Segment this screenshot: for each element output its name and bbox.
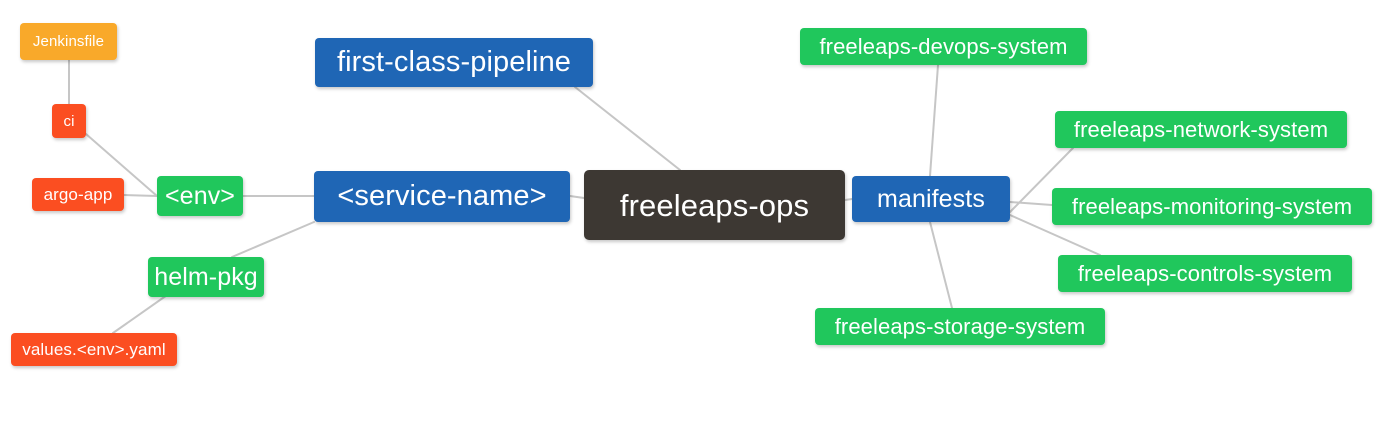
edge-manifests-to-storage-system — [929, 221, 953, 309]
node-label-manifests: manifests — [877, 184, 985, 213]
edge-service-name-to-root — [569, 195, 585, 199]
node-label-first-class: first-class-pipeline — [336, 46, 572, 78]
edge-argo-app-to-env — [123, 194, 158, 197]
node-root[interactable]: freeleaps-ops — [584, 170, 845, 240]
node-label-helm-pkg: helm-pkg — [154, 262, 258, 291]
node-label-env: <env> — [164, 181, 235, 210]
edge-root-to-manifests — [844, 198, 853, 201]
edge-first-class-to-root — [574, 86, 681, 171]
node-values-yaml[interactable]: values.<env>.yaml — [11, 333, 177, 366]
node-env[interactable]: <env> — [157, 176, 243, 216]
node-first-class[interactable]: first-class-pipeline — [315, 38, 593, 87]
node-devops-system[interactable]: freeleaps-devops-system — [800, 28, 1087, 65]
node-service-name[interactable]: <service-name> — [314, 171, 570, 222]
node-label-network-system: freeleaps-network-system — [1073, 116, 1329, 142]
edge-manifests-to-monitoring-system — [1009, 201, 1053, 206]
node-controls-system[interactable]: freeleaps-controls-system — [1058, 255, 1352, 292]
node-label-storage-system: freeleaps-storage-system — [834, 313, 1086, 339]
node-label-monitoring-system: freeleaps-monitoring-system — [1071, 193, 1353, 219]
node-label-jenkinsfile: Jenkinsfile — [32, 33, 105, 50]
node-argo-app[interactable]: argo-app — [32, 178, 124, 211]
node-helm-pkg[interactable]: helm-pkg — [148, 257, 264, 297]
edge-manifests-to-devops-system — [929, 64, 939, 177]
edge-helm-pkg-to-values-yaml — [112, 292, 171, 334]
node-monitoring-system[interactable]: freeleaps-monitoring-system — [1052, 188, 1372, 225]
node-label-root: freeleaps-ops — [619, 187, 810, 223]
node-label-argo-app: argo-app — [43, 185, 113, 204]
node-label-devops-system: freeleaps-devops-system — [819, 33, 1068, 59]
node-ci[interactable]: ci — [52, 104, 86, 138]
node-label-values-yaml: values.<env>.yaml — [22, 340, 166, 359]
node-storage-system[interactable]: freeleaps-storage-system — [815, 308, 1105, 345]
node-label-service-name: <service-name> — [337, 180, 547, 212]
node-label-ci: ci — [63, 112, 75, 130]
node-label-controls-system: freeleaps-controls-system — [1077, 260, 1333, 286]
node-jenkinsfile[interactable]: Jenkinsfile — [20, 23, 117, 60]
node-manifests[interactable]: manifests — [852, 176, 1010, 222]
edge-service-name-to-helm-pkg — [231, 221, 315, 258]
node-network-system[interactable]: freeleaps-network-system — [1055, 111, 1347, 148]
